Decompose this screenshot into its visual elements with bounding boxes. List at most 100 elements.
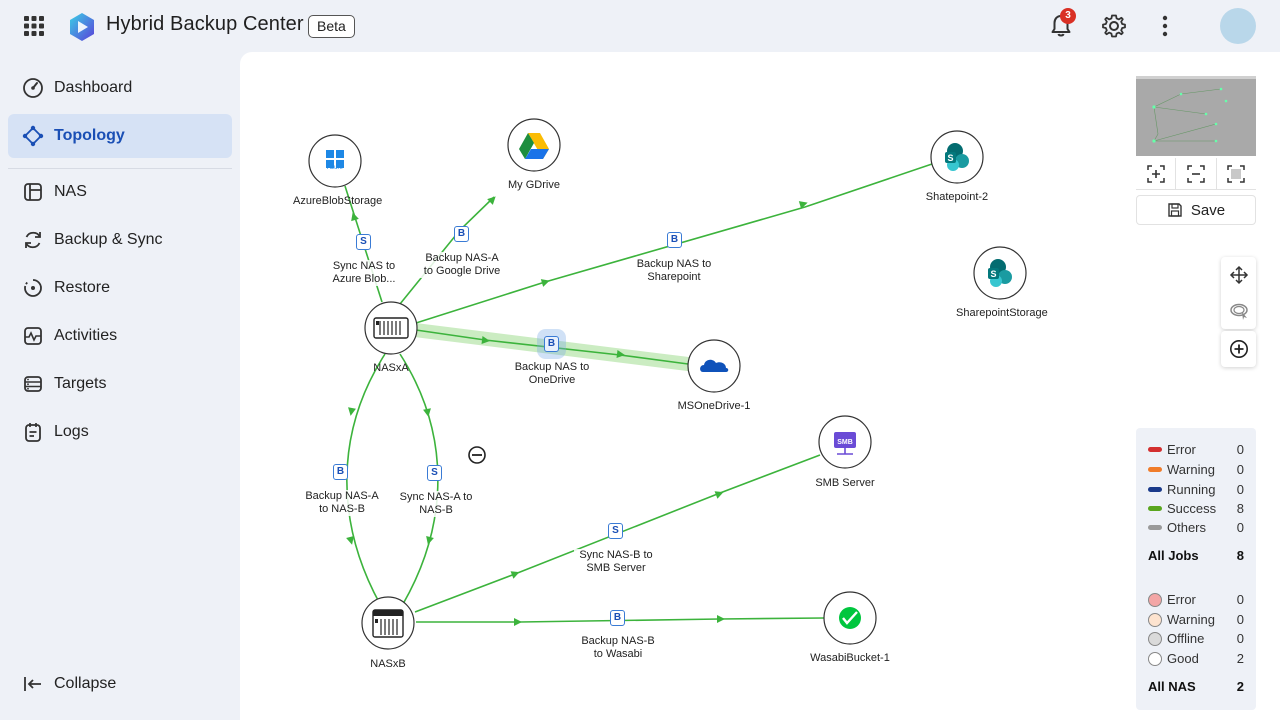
arrow-marker xyxy=(346,535,354,545)
collapse-group-icon[interactable] xyxy=(468,446,486,464)
node-label-gdrive: My GDrive xyxy=(508,179,560,191)
sidebar-item-backup-sync[interactable]: Backup & Sync xyxy=(8,218,232,262)
sidebar-item-targets[interactable]: Targets xyxy=(8,362,232,406)
minimap-preview xyxy=(1152,87,1228,143)
sidebar-item-logs[interactable]: Logs xyxy=(8,410,232,454)
legend-value: 0 xyxy=(1236,631,1244,646)
legend-value: 0 xyxy=(1236,520,1244,535)
edge-badge-backup-selected[interactable]: B xyxy=(544,336,559,352)
job-warning-swatch xyxy=(1148,467,1162,472)
legend-nas-warning[interactable]: Warning 0 xyxy=(1148,610,1244,630)
user-avatar[interactable] xyxy=(1220,8,1256,44)
legend-all-nas[interactable]: All NAS 2 xyxy=(1148,677,1244,697)
topology-icon xyxy=(22,125,44,147)
activities-icon xyxy=(24,327,42,345)
legend-job-running[interactable]: Running 0 xyxy=(1148,480,1244,500)
legend-value: 0 xyxy=(1236,592,1244,607)
save-layout-button[interactable]: Save xyxy=(1136,195,1256,225)
node-wasabi[interactable] xyxy=(823,591,877,645)
legend-name: All NAS xyxy=(1148,679,1196,694)
node-azure[interactable] xyxy=(308,134,362,188)
legend-job-success[interactable]: Success 8 xyxy=(1148,499,1244,519)
zoom-in-button[interactable] xyxy=(1136,158,1177,189)
node-label-azure: AzureBlobStorage xyxy=(293,195,383,207)
app-header: Hybrid Backup Center Beta 3 xyxy=(0,0,1280,52)
sidebar-item-topology[interactable]: Topology xyxy=(8,114,232,158)
legend-name: Warning xyxy=(1167,612,1215,627)
lasso-icon xyxy=(1229,303,1248,320)
legend-job-others[interactable]: Others 0 xyxy=(1148,518,1244,538)
notification-count-badge: 3 xyxy=(1060,8,1076,24)
node-nasxa[interactable] xyxy=(364,301,418,355)
sidebar-divider xyxy=(8,168,232,169)
collapse-sidebar-button[interactable]: Collapse xyxy=(8,662,232,706)
legend-nas-good[interactable]: Good 2 xyxy=(1148,649,1244,669)
edge-label-gdrive-backup: Backup NAS-A to Google Drive xyxy=(420,252,504,278)
sidebar-item-dashboard[interactable]: Dashboard xyxy=(8,66,232,110)
legend-name: Error xyxy=(1167,442,1196,457)
job-success-swatch xyxy=(1148,506,1162,511)
edge-badge-backup[interactable]: B xyxy=(667,232,682,248)
node-nasxb[interactable] xyxy=(361,596,415,650)
job-others-swatch xyxy=(1148,525,1162,530)
node-label-sharepoint-storage: SharepointStorage xyxy=(956,307,1048,319)
logs-icon xyxy=(25,423,41,442)
add-circle-icon xyxy=(1229,340,1248,358)
edge-badge-sync[interactable]: S xyxy=(427,465,442,481)
add-node-button[interactable] xyxy=(1221,331,1256,367)
legend-all-jobs[interactable]: All Jobs 8 xyxy=(1148,546,1244,566)
sidebar-item-label: Dashboard xyxy=(54,79,133,96)
sidebar-item-restore[interactable]: Restore xyxy=(8,266,232,310)
node-gdrive[interactable] xyxy=(507,118,561,172)
canvas-tool-group xyxy=(1221,257,1256,329)
legend-value: 0 xyxy=(1236,462,1244,477)
sidebar-item-activities[interactable]: Activities xyxy=(8,314,232,358)
legend-job-error[interactable]: Error 0 xyxy=(1148,440,1244,460)
node-msonedrive[interactable] xyxy=(687,339,741,393)
sidebar-item-label: Targets xyxy=(54,375,107,392)
lasso-select-button[interactable] xyxy=(1221,293,1256,329)
legend-name: Success xyxy=(1167,501,1217,516)
legend-nas-offline[interactable]: Offline 0 xyxy=(1148,629,1244,649)
sidebar-item-label: Activities xyxy=(54,327,118,344)
legend-job-warning[interactable]: Warning 0 xyxy=(1148,460,1244,480)
arrow-marker xyxy=(351,212,359,222)
more-vertical-icon[interactable] xyxy=(1151,12,1179,40)
edge-gdrive-backup[interactable] xyxy=(399,196,495,305)
fit-to-screen-button[interactable] xyxy=(1217,158,1256,189)
zoom-out-button[interactable] xyxy=(1176,158,1217,189)
topology-canvas[interactable]: S S xyxy=(240,52,1280,720)
edge-badge-backup[interactable]: B xyxy=(454,226,469,242)
settings-gear-icon[interactable] xyxy=(1100,12,1128,40)
collapse-label: Collapse xyxy=(54,675,117,692)
edge-badge-backup[interactable]: B xyxy=(333,464,348,480)
pan-tool-button[interactable] xyxy=(1221,257,1256,293)
edge-badge-backup[interactable]: B xyxy=(610,610,625,626)
edge-nasa-nasb-backup[interactable] xyxy=(346,353,386,605)
node-sharepoint-2[interactable]: S xyxy=(930,130,984,184)
apps-grid-icon[interactable] xyxy=(22,14,46,38)
edge-badge-sync[interactable]: S xyxy=(356,234,371,250)
arrow-marker xyxy=(616,350,625,358)
arrow-marker xyxy=(717,615,725,623)
legend-name: Others xyxy=(1167,520,1207,535)
legend-value: 8 xyxy=(1236,501,1244,516)
node-sharepoint-storage[interactable]: S xyxy=(973,246,1027,300)
sidebar-item-nas[interactable]: NAS xyxy=(8,170,232,214)
node-label-nasxa: NASxA xyxy=(373,362,409,374)
edge-badge-sync[interactable]: S xyxy=(608,523,623,539)
legend-name: Offline xyxy=(1167,631,1205,646)
targets-icon xyxy=(24,376,42,392)
hybrid-backup-logo-icon xyxy=(70,13,94,41)
legend-nas-error[interactable]: Error 0 xyxy=(1148,590,1244,610)
azure-icon-text: Azure xyxy=(327,165,343,171)
edge-label-wasabi-backup: Backup NAS-B to Wasabi xyxy=(576,635,660,661)
legend-name: Warning xyxy=(1167,462,1215,477)
move-arrows-icon xyxy=(1229,265,1248,285)
zoom-controls xyxy=(1136,158,1256,190)
nas-warning-swatch xyxy=(1148,613,1162,627)
arrow-marker xyxy=(798,201,808,209)
topology-minimap[interactable] xyxy=(1136,76,1256,156)
node-smb-server[interactable] xyxy=(818,415,872,469)
edge-label-sharepoint-backup: Backup NAS to Sharepoint xyxy=(632,258,716,284)
